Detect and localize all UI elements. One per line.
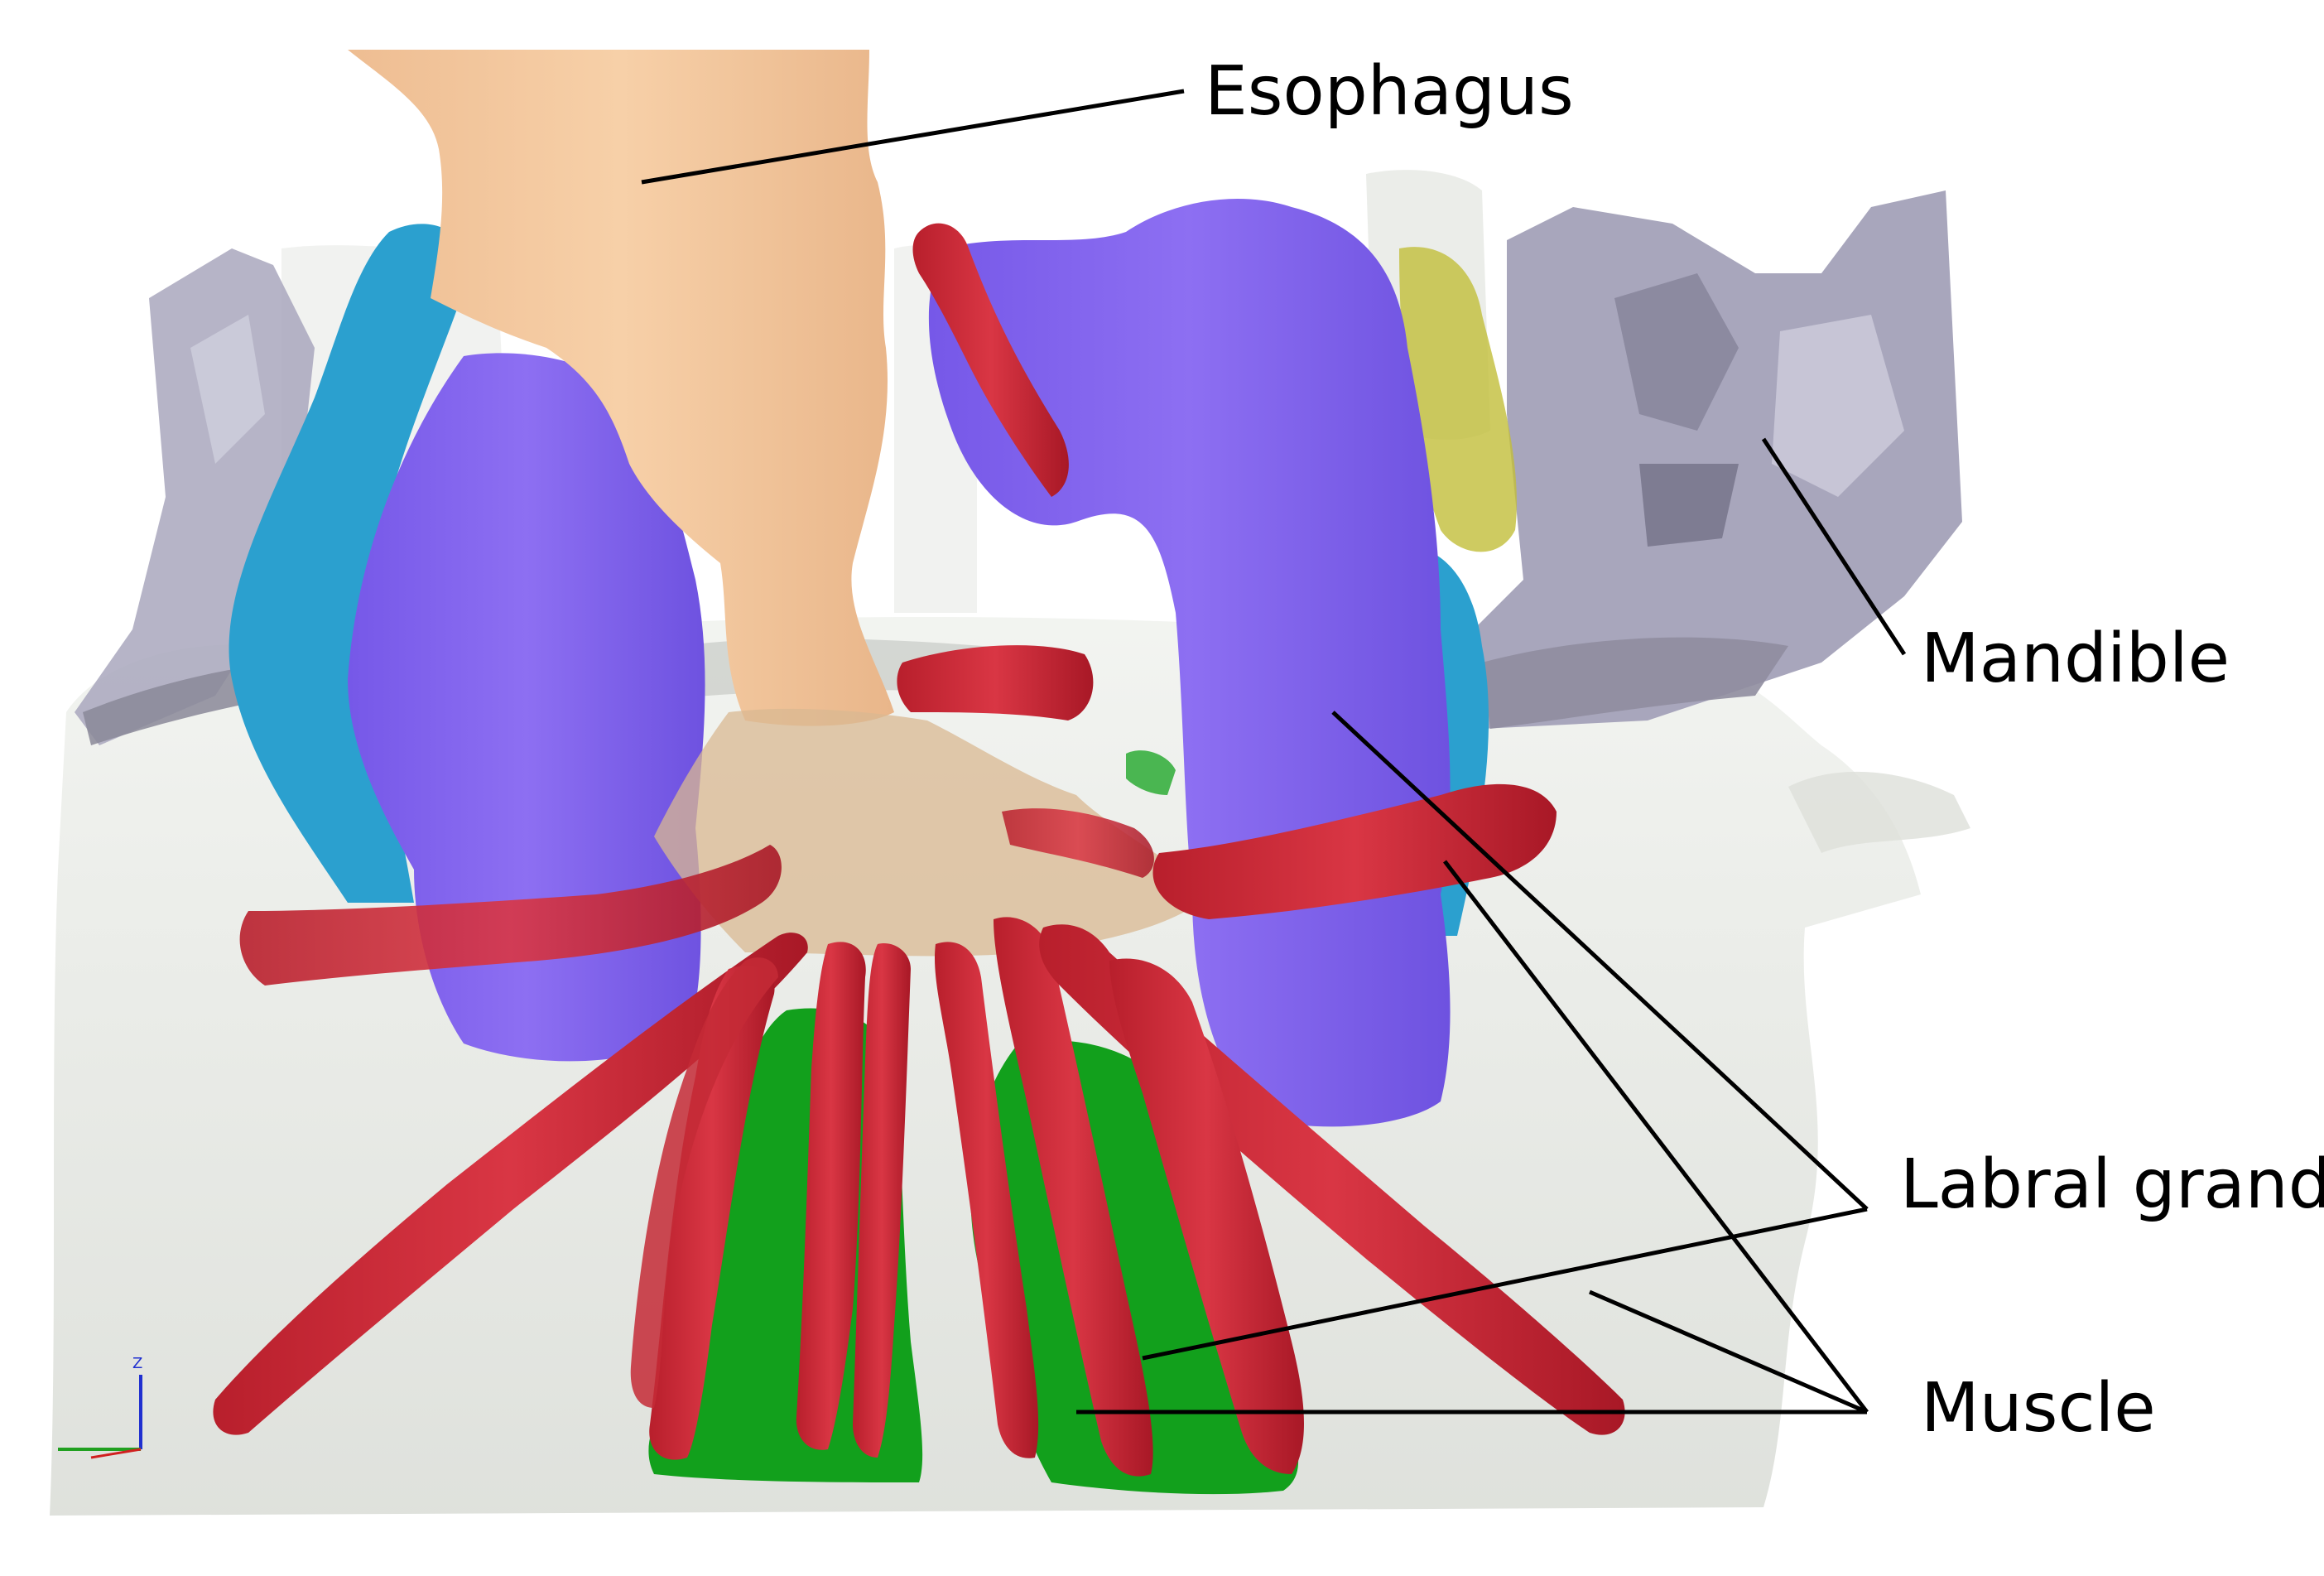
label-mandible: Mandible xyxy=(1921,619,2230,698)
leader-labral-1 xyxy=(1331,711,1869,1211)
label-muscle: Muscle xyxy=(1921,1369,2156,1448)
label-esophagus: Esophagus xyxy=(1205,52,1574,131)
vessels xyxy=(239,223,1557,986)
esophagus-lower-translucent xyxy=(654,708,1209,957)
leader-mandible xyxy=(1761,437,1907,656)
muscle-strands xyxy=(213,917,1625,1477)
leader-labral-2 xyxy=(1142,1207,1868,1361)
axis-triad: Z xyxy=(58,1355,142,1459)
leader-muscle-2 xyxy=(1589,1289,1868,1415)
leader-muscle-1 xyxy=(1443,860,1869,1414)
leader-esophagus xyxy=(641,89,1185,185)
leader-lines xyxy=(641,89,1907,1415)
cartilage-purple-left xyxy=(348,353,705,1062)
axis-z-label: Z xyxy=(132,1355,142,1372)
mandible-right xyxy=(1457,190,1962,729)
esophagus-structure xyxy=(348,50,894,726)
hyoid-blue-left xyxy=(229,224,472,904)
label-labral-grand: Labral grand xyxy=(1900,1145,2324,1224)
